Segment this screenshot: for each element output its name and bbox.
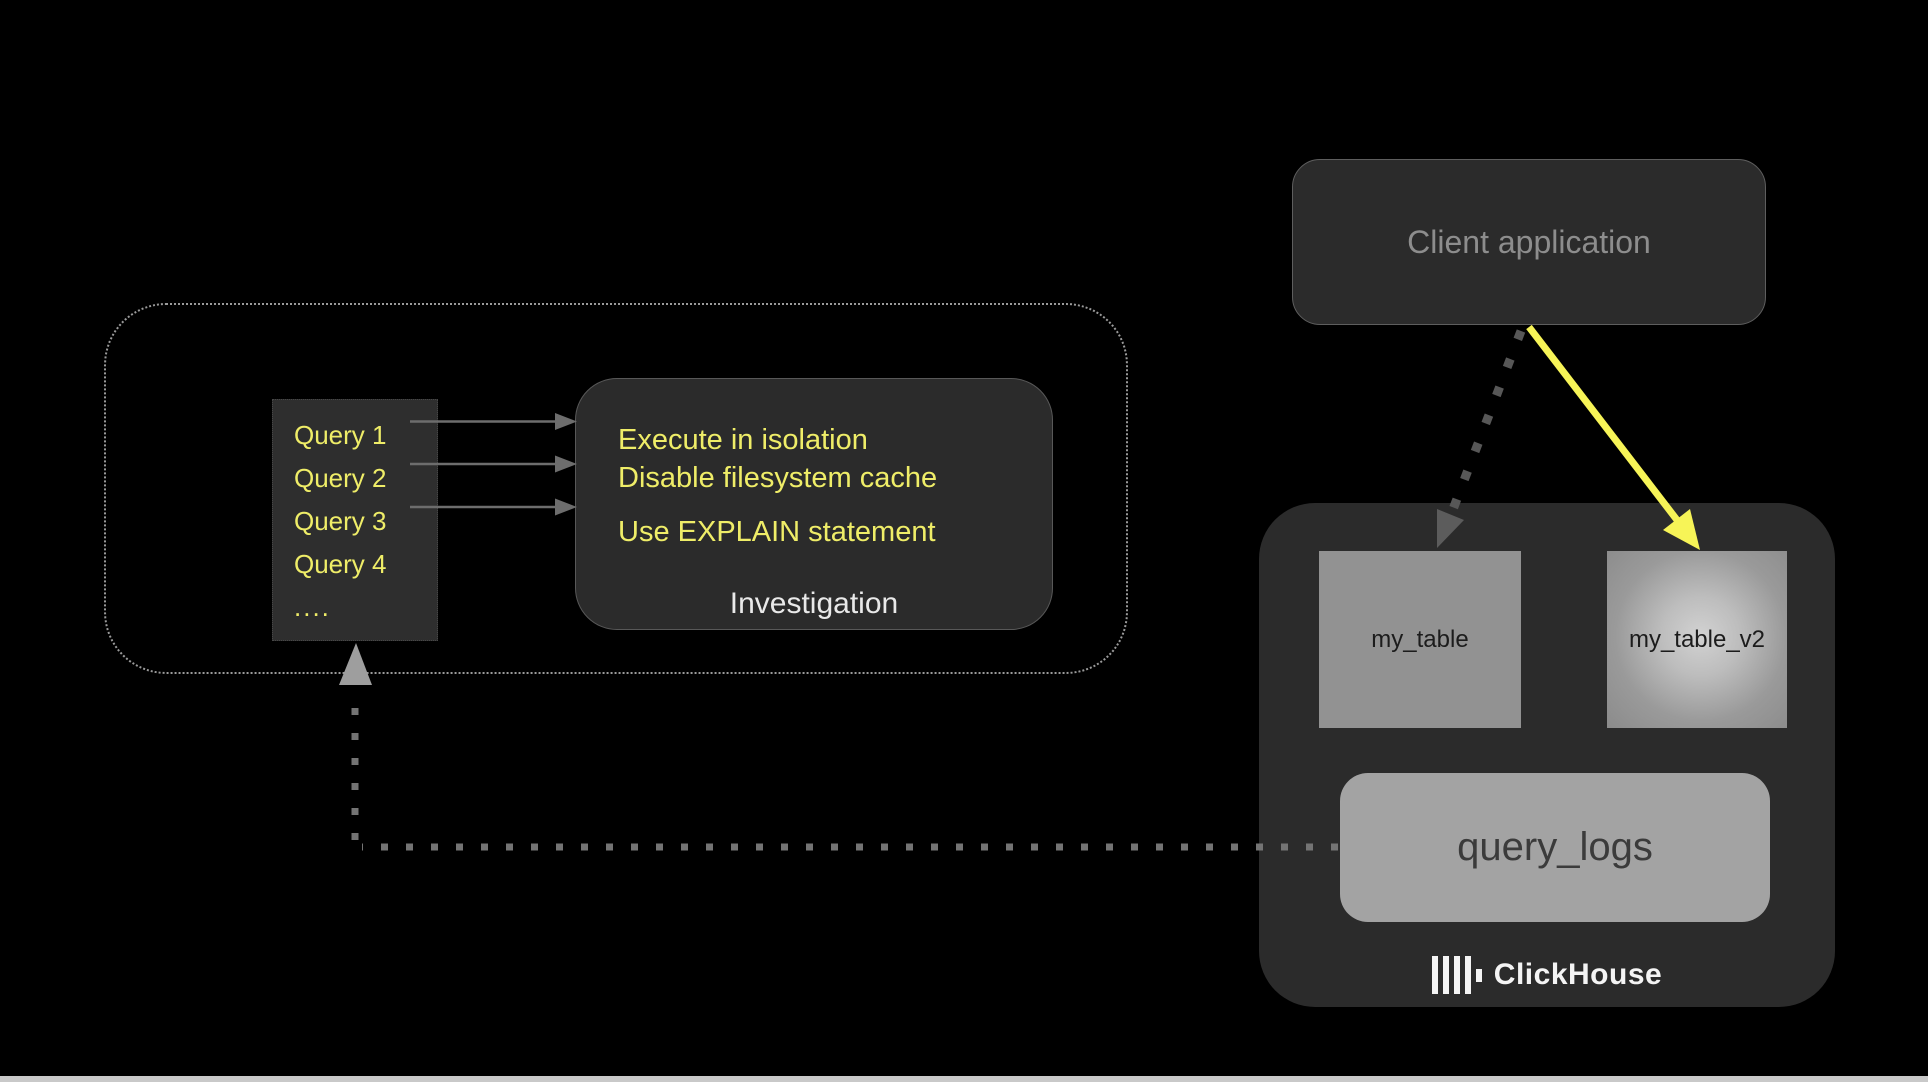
investigation-tip: Execute in isolation <box>618 424 868 456</box>
query-list-box: Query 1 Query 2 Query 3 Query 4 .... <box>272 399 438 641</box>
investigation-group-frame <box>104 303 1128 674</box>
clickhouse-brand-label: ClickHouse <box>1493 958 1663 991</box>
investigation-box: Execute in isolation Disable filesystem … <box>575 378 1053 630</box>
investigation-tip: Disable filesystem cache <box>618 462 938 494</box>
clickhouse-logo-icon <box>1431 956 1482 994</box>
clickhouse-container: my_table my_table_v2 query_logs ClickHou… <box>1259 503 1835 1007</box>
investigation-tip: Use EXPLAIN statement <box>618 516 936 548</box>
my-table-v2-label: my_table_v2 <box>1628 625 1766 653</box>
bottom-edge-strip <box>0 1076 1928 1082</box>
clickhouse-brand: ClickHouse <box>1259 953 1835 997</box>
query-logs-box: query_logs <box>1340 773 1770 922</box>
query-list-item: Query 3 <box>294 506 387 536</box>
client-application-box: Client application <box>1292 159 1766 325</box>
client-application-label: Client application <box>1407 223 1651 260</box>
query-list-item: Query 4 <box>294 549 387 579</box>
query-logs-label: query_logs <box>1457 825 1653 869</box>
querylogs-to-querylist-dotted-arrow <box>351 697 1338 851</box>
query-list-ellipsis: .... <box>294 592 331 622</box>
query-list-item: Query 2 <box>294 463 387 493</box>
my-table-v2-box: my_table_v2 <box>1607 551 1787 728</box>
my-table-box: my_table <box>1319 551 1521 728</box>
query-list-item: Query 1 <box>294 420 387 450</box>
investigation-box-title: Investigation <box>729 587 899 620</box>
my-table-label: my_table <box>1371 625 1469 653</box>
